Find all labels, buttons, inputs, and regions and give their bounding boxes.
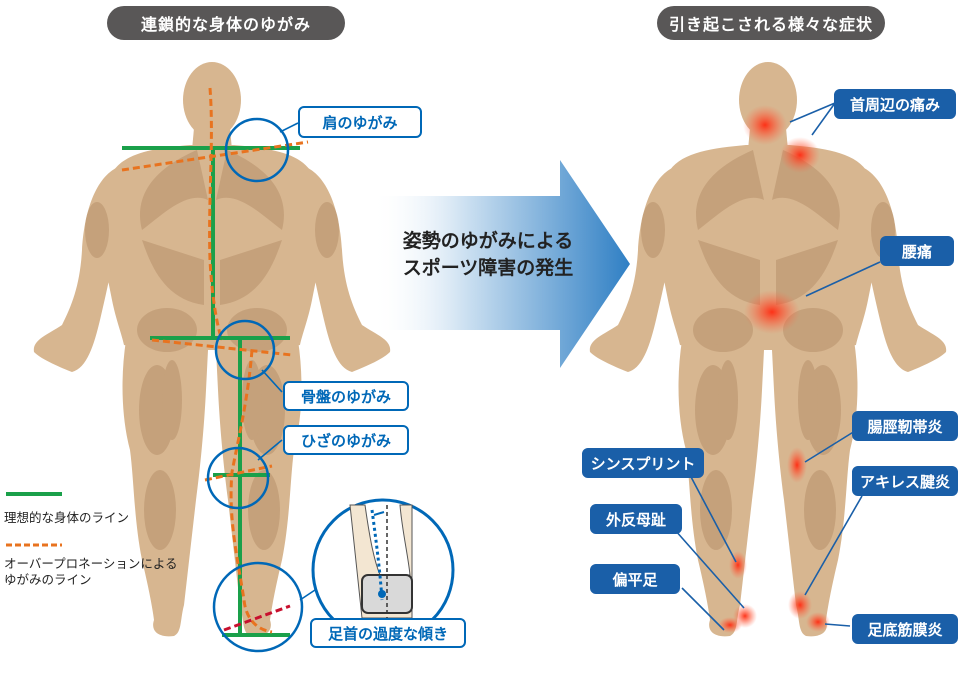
arrow-text: 姿勢のゆがみによる スポーツ障害の発生	[388, 228, 588, 282]
ankle-tilt-line	[223, 604, 291, 632]
label-itb: 腸脛靭帯炎	[852, 411, 958, 441]
legend-distortion-text: オーバープロネーションによる ゆがみのライン	[4, 556, 178, 588]
right-body-figure	[589, 62, 947, 637]
label-hallux-valgus: 外反母趾	[590, 504, 682, 534]
label-pelvis: 骨盤のゆがみ	[283, 381, 409, 411]
legend-ideal-text: 理想的な身体のライン	[4, 510, 130, 525]
label-neck-pain: 首周辺の痛み	[834, 89, 956, 119]
arrow-text-line-1: 姿勢のゆがみによる	[402, 230, 574, 252]
label-shoulder: 肩のゆがみ	[298, 106, 422, 138]
label-knee: ひざのゆがみ	[283, 425, 409, 455]
legend-distortion-line-1: オーバープロネーションによる	[4, 556, 178, 571]
label-achilles: アキレス腱炎	[852, 466, 958, 496]
legend-distortion-line-2: ゆがみのライン	[4, 572, 92, 587]
transition-arrow	[372, 160, 630, 368]
label-plantar-fasciitis: 足底筋膜炎	[852, 614, 958, 644]
focus-circles	[206, 117, 304, 653]
connectors-right	[674, 102, 881, 631]
arrow-text-line-2: スポーツ障害の発生	[402, 257, 574, 279]
label-back-pain: 腰痛	[880, 236, 954, 266]
right-title: 引き起こされる様々な症状	[657, 6, 885, 40]
distortion-lines	[121, 87, 309, 634]
label-shin-splints: シンスプリント	[582, 448, 704, 478]
left-title: 連鎖的な身体のゆがみ	[107, 6, 345, 40]
label-flat-foot: 偏平足	[590, 564, 680, 594]
label-ankle: 足首の過度な傾き	[310, 618, 466, 648]
